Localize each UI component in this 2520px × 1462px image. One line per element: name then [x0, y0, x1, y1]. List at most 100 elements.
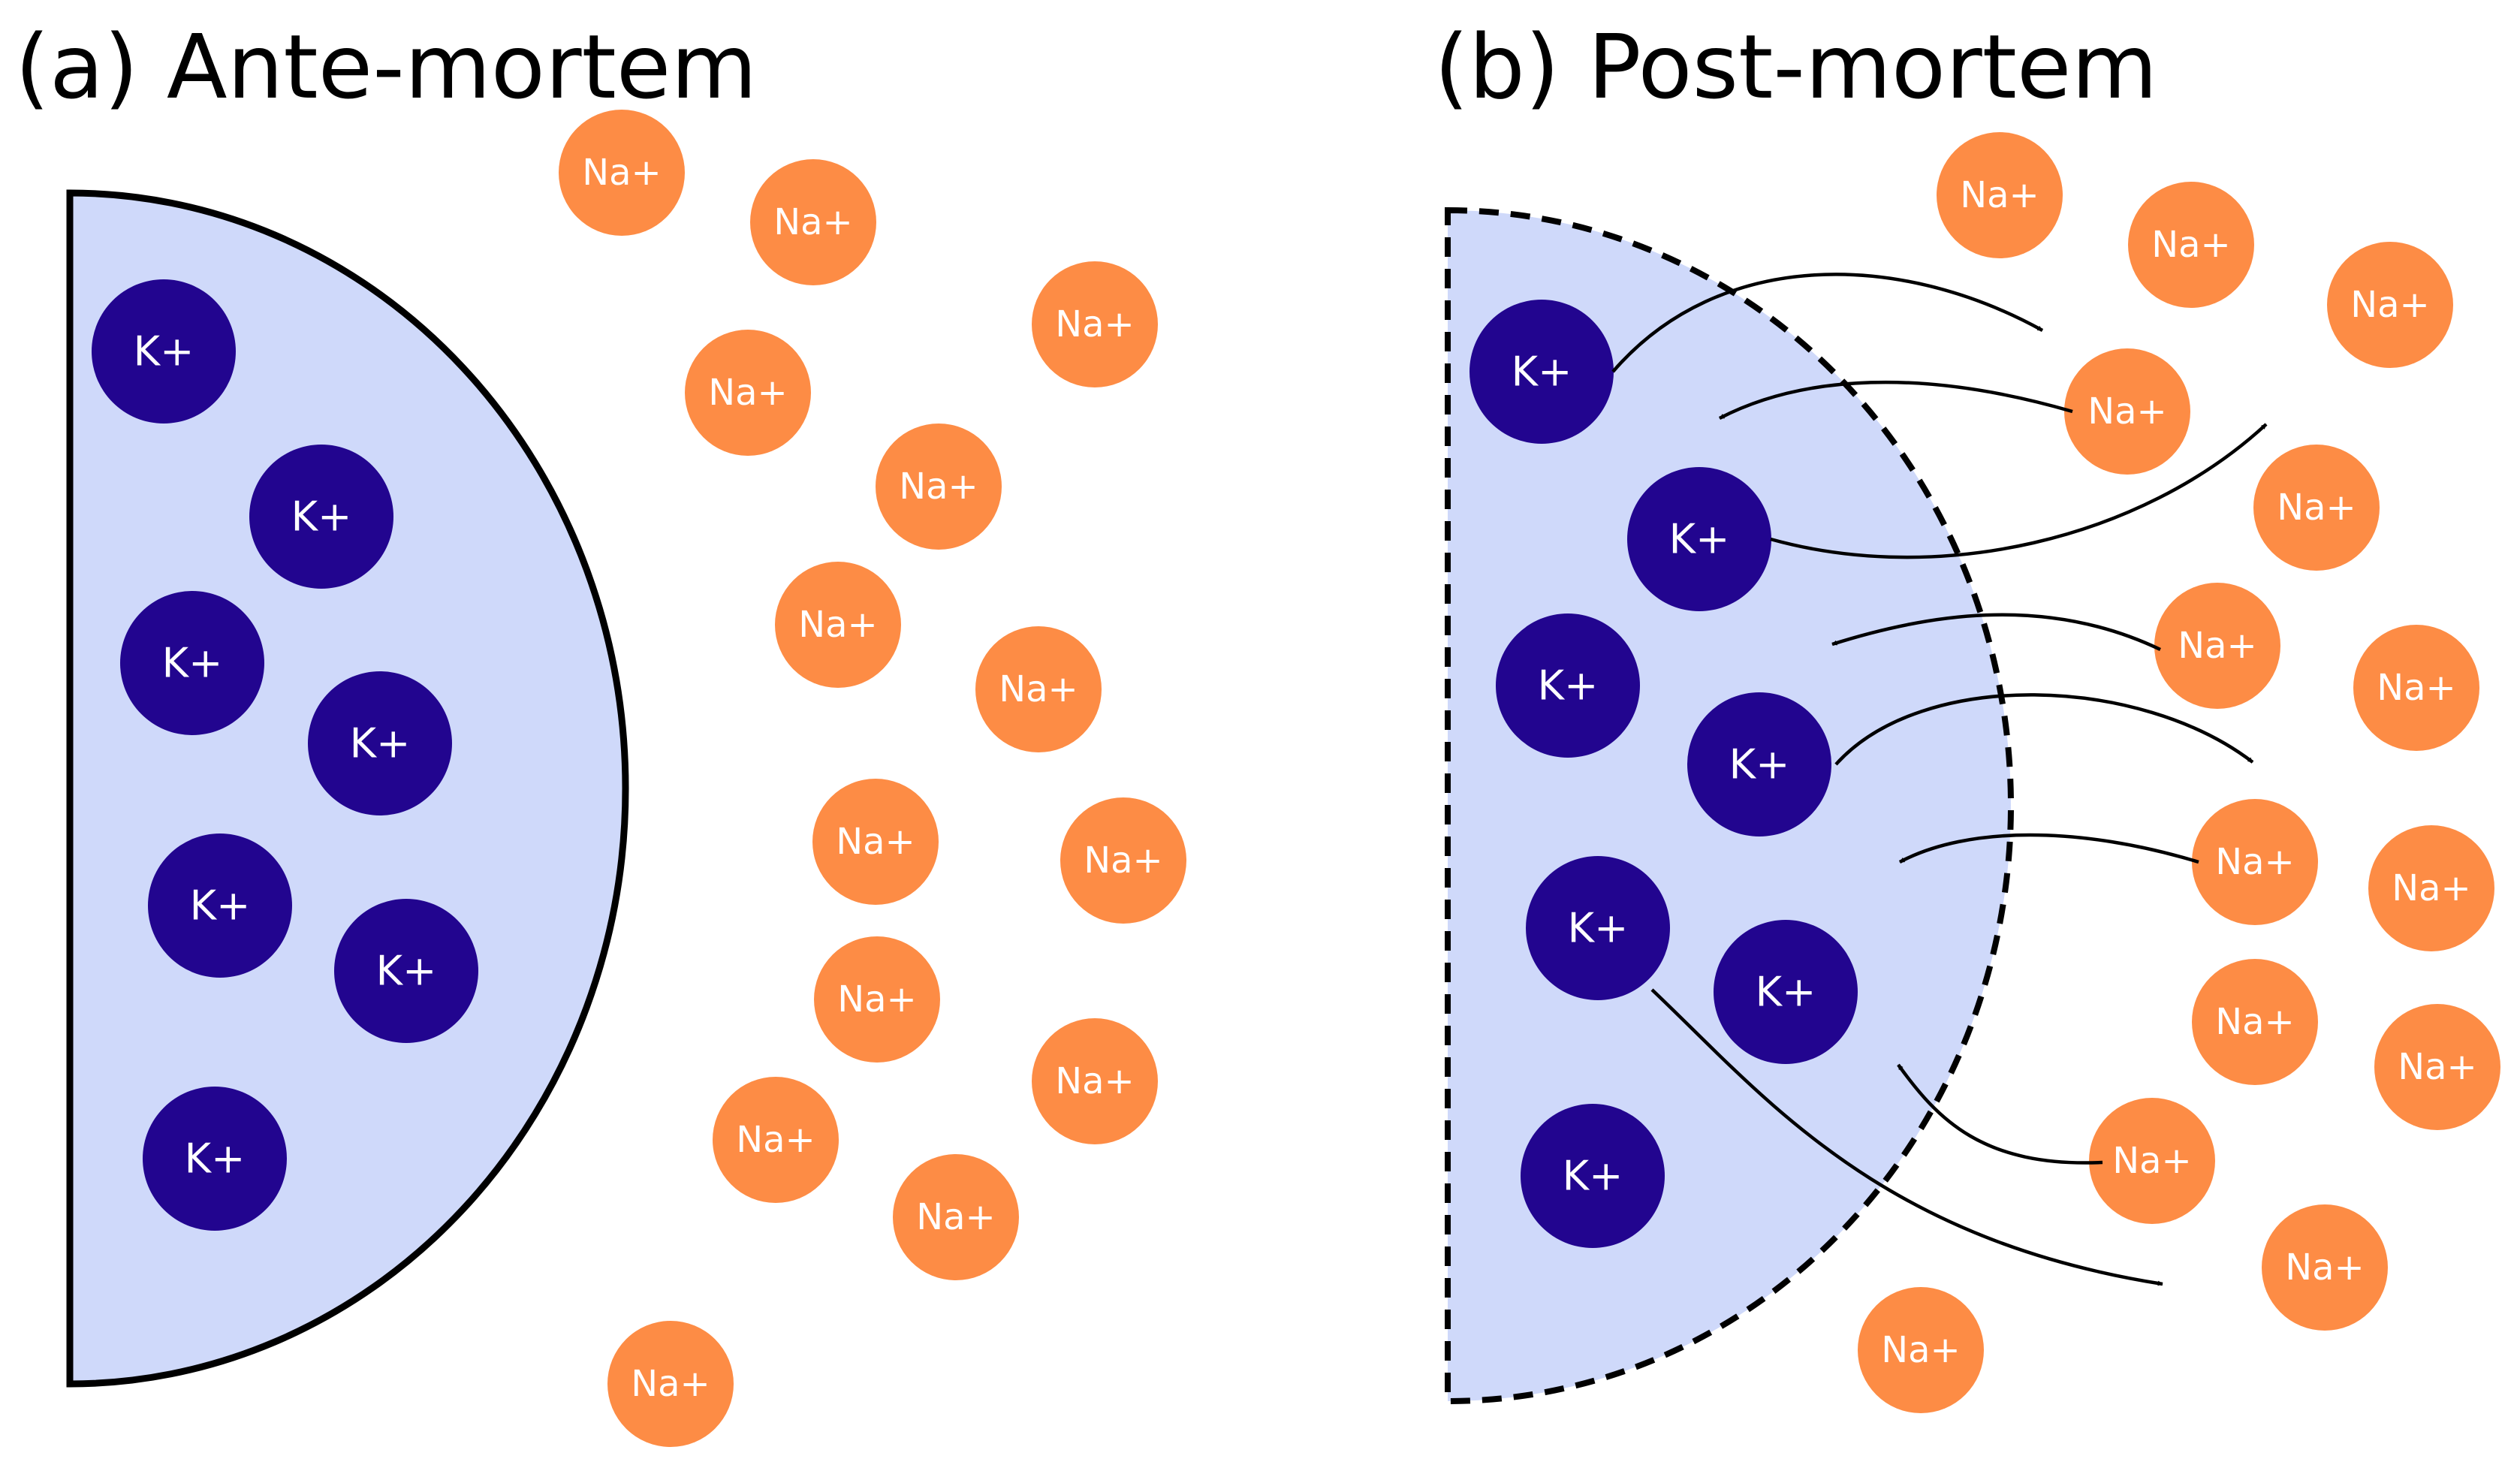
sodium-ion-circle	[2192, 799, 2318, 925]
arrow-k-out	[1834, 693, 2254, 766]
panel-post-mortem: (b) Post-mortem K+ K+ K+ K+ K+ K+ K+ Na+ Na+ Na+ N…	[1434, 15, 2500, 1413]
sodium-ion-label: Na+	[2277, 487, 2356, 529]
sodium-ion-circle	[1032, 261, 1158, 387]
potassium-ion-circle	[249, 445, 393, 589]
potassium-ion: K+	[1469, 300, 1614, 444]
sodium-ion-label: Na+	[1881, 1329, 1961, 1371]
panel-title-a: (a) Ante-mortem	[15, 15, 757, 119]
sodium-ion: Na+	[2192, 959, 2318, 1085]
sodium-ion-circle	[2064, 348, 2190, 475]
potassium-ion-circle	[1714, 920, 1858, 1064]
potassium-ion-label: K+	[1669, 516, 1730, 563]
ion-group-b: K+ K+ K+ K+ K+ K+ K+ Na+ Na+ Na+ Na+ Na+ Na+ Na+ Na+ Na…	[1469, 132, 2500, 1413]
sodium-ion: Na+	[2262, 1204, 2388, 1331]
potassium-ion: K+	[92, 279, 236, 424]
sodium-ion-label: Na+	[2087, 390, 2167, 433]
ion-group-a: K+K+K+K+K+K+K+Na+Na+Na+Na+Na+Na+Na+Na+Na…	[92, 110, 1186, 1447]
sodium-ion-label: Na+	[2377, 667, 2456, 709]
sodium-ion: Na+	[812, 779, 939, 905]
panel-ante-mortem: (a) Ante-mortem K+K+K+K+K+K+K+Na+Na+Na+N…	[15, 15, 1186, 1447]
sodium-ion-circle	[1032, 1018, 1158, 1144]
sodium-ion-label: Na+	[773, 201, 853, 243]
potassium-ion-label: K+	[376, 948, 437, 995]
sodium-ion: Na+	[1032, 1018, 1158, 1144]
sodium-ion-label: Na+	[837, 978, 917, 1020]
sodium-ion: Na+	[607, 1321, 734, 1447]
sodium-ion-label: Na+	[2215, 841, 2295, 883]
potassium-ion: K+	[308, 671, 452, 815]
potassium-ion: K+	[120, 591, 264, 735]
sodium-ion-label: Na+	[2112, 1140, 2192, 1182]
potassium-ion-circle	[148, 833, 292, 978]
sodium-ion: Na+	[2353, 625, 2479, 751]
potassium-ion-label: K+	[1568, 905, 1629, 952]
potassium-ion-label: K+	[1563, 1153, 1623, 1200]
sodium-ion: Na+	[2368, 825, 2494, 951]
potassium-ion: K+	[1687, 692, 1831, 837]
sodium-ion-circle	[2192, 959, 2318, 1085]
potassium-ion: K+	[1714, 920, 1858, 1064]
potassium-ion-circle	[143, 1087, 287, 1231]
potassium-ion-label: K+	[1512, 348, 1572, 396]
sodium-ion: Na+	[713, 1077, 839, 1203]
sodium-ion-circle	[812, 779, 939, 905]
potassium-ion: K+	[334, 899, 478, 1043]
sodium-ion: Na+	[2128, 182, 2254, 308]
potassium-ion: K+	[1526, 856, 1670, 1000]
potassium-ion-circle	[1496, 613, 1640, 758]
potassium-ion-label: K+	[162, 640, 223, 687]
potassium-ion: K+	[148, 833, 292, 978]
sodium-ion-label: Na+	[2285, 1246, 2365, 1289]
potassium-ion-label: K+	[291, 493, 352, 541]
sodium-ion-circle	[893, 1154, 1019, 1280]
sodium-ion-circle	[713, 1077, 839, 1203]
sodium-ion: Na+	[559, 110, 685, 236]
potassium-ion-circle	[1687, 692, 1831, 837]
arrow-na-in	[1898, 833, 2199, 864]
sodium-ion-label: Na+	[2398, 1046, 2477, 1088]
sodium-ion-circle	[685, 330, 811, 456]
sodium-ion-label: Na+	[1055, 303, 1135, 345]
sodium-ion: Na+	[2154, 583, 2280, 709]
potassium-ion-label: K+	[185, 1135, 246, 1183]
sodium-ion: Na+	[685, 330, 811, 456]
panel-title-b: (b) Post-mortem	[1434, 15, 2157, 119]
potassium-ion-circle	[334, 899, 478, 1043]
sodium-ion-label: Na+	[2350, 284, 2430, 326]
potassium-ion: K+	[143, 1087, 287, 1231]
potassium-ion-label: K+	[134, 328, 194, 375]
potassium-ion: K+	[1521, 1104, 1665, 1248]
sodium-ion: Na+	[2064, 348, 2190, 475]
potassium-ion-label: K+	[1538, 662, 1599, 710]
potassium-ion-circle	[120, 591, 264, 735]
sodium-ion-circle	[1937, 132, 2063, 258]
arrow-na-in	[1897, 1063, 2103, 1165]
sodium-ion: Na+	[2089, 1098, 2215, 1224]
sodium-ion-label: Na+	[2215, 1001, 2295, 1043]
sodium-ion-circle	[2089, 1098, 2215, 1224]
sodium-ion-circle	[2374, 1004, 2500, 1130]
sodium-ion-circle	[1858, 1287, 1984, 1413]
sodium-ion: Na+	[1858, 1287, 1984, 1413]
potassium-ion-circle	[1521, 1104, 1665, 1248]
sodium-ion: Na+	[775, 562, 901, 688]
sodium-ion-circle	[814, 936, 940, 1063]
sodium-ion-circle	[2154, 583, 2280, 709]
sodium-ion-circle	[2128, 182, 2254, 308]
arrow-k-out	[1650, 988, 2163, 1286]
sodium-ion: Na+	[2374, 1004, 2500, 1130]
sodium-ion-circle	[750, 159, 876, 285]
sodium-ion: Na+	[2253, 445, 2380, 571]
sodium-ion-circle	[559, 110, 685, 236]
potassium-ion: K+	[1496, 613, 1640, 758]
sodium-ion-circle	[2327, 242, 2453, 368]
sodium-ion-circle	[1060, 797, 1186, 924]
sodium-ion: Na+	[1060, 797, 1186, 924]
potassium-ion-label: K+	[1729, 741, 1790, 788]
sodium-ion-label: Na+	[631, 1363, 710, 1405]
sodium-ion-label: Na+	[1055, 1060, 1135, 1102]
sodium-ion-label: Na+	[736, 1119, 815, 1161]
sodium-ion-label: Na+	[582, 152, 662, 194]
sodium-ion-circle	[975, 626, 1102, 752]
